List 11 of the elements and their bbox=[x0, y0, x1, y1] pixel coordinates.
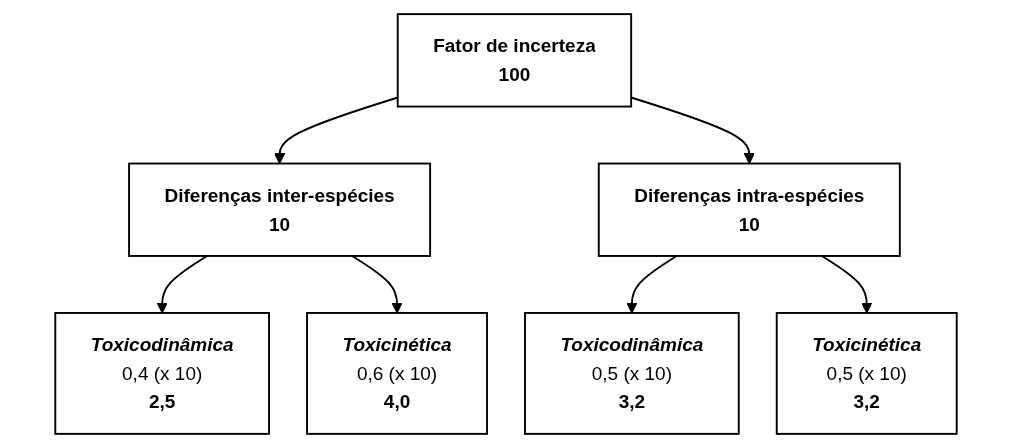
arrow bbox=[351, 254, 403, 313]
arrow bbox=[626, 254, 678, 313]
node-box: Toxicodinâmica 0,4 (x 10) 2,5 bbox=[54, 311, 270, 435]
arrow bbox=[156, 254, 208, 313]
arrow bbox=[821, 254, 873, 313]
node-box: Toxicodinâmica 0,5 (x 10) 3,2 bbox=[524, 311, 740, 435]
node-box: Diferenças inter-espécies 10 bbox=[128, 162, 432, 257]
node-box: Toxicinética 0,5 (x 10) 3,2 bbox=[775, 311, 958, 435]
node-box: Diferenças intra-espécies 10 bbox=[597, 162, 901, 257]
node-box: Fator de incerteza 100 bbox=[396, 12, 633, 107]
node-box: Toxicinética 0,6 (x 10) 4,0 bbox=[306, 311, 488, 435]
